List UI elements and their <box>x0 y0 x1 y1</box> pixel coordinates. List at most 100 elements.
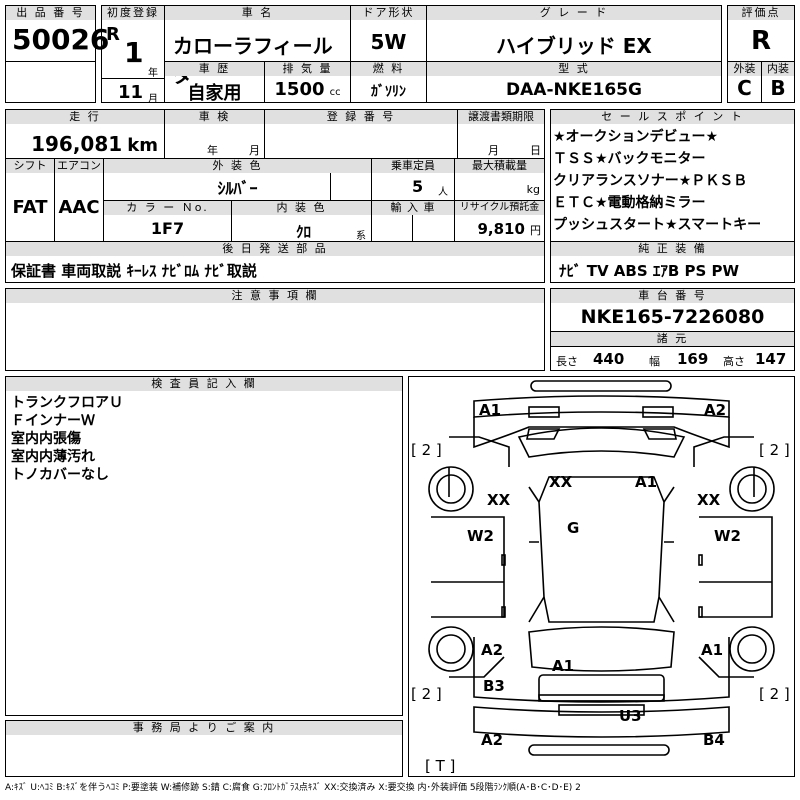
mark-b2-right: [ 2 ] <box>759 441 790 459</box>
grade: ハイブリッド EX <box>496 34 652 58</box>
notes-box: 注 意 事 項 欄 <box>5 288 545 371</box>
model-label: 型 式 <box>427 62 721 76</box>
sales-label: セ ー ル ス ポ イ ン ト <box>551 110 794 124</box>
month-unit: 月 <box>148 94 158 105</box>
car-name-label: 車 名 <box>165 6 350 20</box>
mark-a2-bottom: A2 <box>481 731 504 749</box>
legend: A:ｷｽﾞ U:ﾍｺﾐ B:ｷｽﾞを伴うﾍｺﾐ P:要塗装 W:補修跡 S:錆 … <box>5 783 581 793</box>
insp-year-unit: 年 <box>207 144 218 157</box>
first-reg-box: 初度登録 R 1 年 11 月 <box>101 5 165 105</box>
capacity-label: 乗車定員 <box>372 159 454 173</box>
inspection-label: 車 検 <box>165 110 264 124</box>
fuel-label: 燃 料 <box>351 62 426 76</box>
history-label: 車 歴 <box>165 62 264 76</box>
equip-label: 純 正 装 備 <box>551 242 794 256</box>
wid-label: 幅 <box>649 355 660 368</box>
ext-box: 外装 C <box>727 61 762 103</box>
era: R <box>106 24 120 45</box>
mark-w2-left: W2 <box>467 527 494 545</box>
mileage-label: 走 行 <box>6 110 164 124</box>
ac: AAC <box>58 197 100 218</box>
mark-u3: U3 <box>619 707 642 725</box>
displacement-label: 排 気 量 <box>265 62 350 76</box>
mark-b2-left: [ 2 ] <box>411 441 442 459</box>
ac-box: エアコン AAC <box>54 158 104 242</box>
mark-b4: B4 <box>703 731 725 749</box>
transfer-box: 譲渡書類期限 月 日 <box>457 109 545 159</box>
import-box: 輸 入 車 <box>371 200 455 242</box>
sales-box: セ ー ル ス ポ イ ン ト ★オークションデビュー★ ＴＳＳ★バックモニター… <box>550 109 795 242</box>
sales-line-2: ＴＳＳ★バックモニター <box>553 151 706 167</box>
lot-no-extra <box>5 61 96 103</box>
inspector-line-2: ＦインナーＷ <box>11 413 95 429</box>
door-label: ドア形状 <box>351 6 426 20</box>
score-label: 評価点 <box>728 6 794 20</box>
int-color-unit: 系 <box>356 231 366 242</box>
mark-a1-top-left: A1 <box>479 401 502 419</box>
mileage-unit: km <box>127 135 158 156</box>
ext-color-label: 外 装 色 <box>104 159 371 173</box>
ext-color-box: 外 装 色 ｼﾙﾊﾞｰ <box>103 158 372 201</box>
fuel-box: 燃 料 ｶﾞｿﾘﾝ <box>350 61 427 103</box>
later-box: 後 日 発 送 部 品 保証書 車両取説 ｷｰﾚｽ ﾅﾋﾞﾛﾑ ﾅﾋﾞ取説 <box>5 241 545 283</box>
dims-label: 諸 元 <box>551 331 794 347</box>
sales-line-3: クリアランスソナー★ＰＫＳＢ <box>553 173 748 189</box>
mark-g: G <box>567 519 580 537</box>
inspection-box: 車 検 年 月 <box>164 109 265 159</box>
inspector-line-4: 室内内薄汚れ <box>11 449 95 465</box>
chassis-box: 車 台 番 号 NKE165-7226080 諸 元 長さ 440 幅 169 … <box>550 288 795 371</box>
inspector-line-1: トランクフロアＵ <box>11 395 123 411</box>
hei-label: 高さ <box>723 355 745 368</box>
inspector-line-5: トノカバーなし <box>11 467 109 483</box>
shift-box: シフト FAT <box>5 158 55 242</box>
displacement-unit: cc <box>329 87 341 98</box>
mark-t: [ T ] <box>425 757 456 775</box>
displacement: 1500 <box>274 79 325 100</box>
lot-no-label: 出 品 番 号 <box>6 6 95 20</box>
door: 5W <box>370 30 407 54</box>
mark-w2-right: W2 <box>714 527 741 545</box>
lot-no: 50026 <box>12 23 110 56</box>
mark-xx-center: XX <box>549 473 573 491</box>
recycle-box: リサイクル預託金 9,810 円 <box>454 200 545 242</box>
mark-a2-top-right: A2 <box>704 401 727 419</box>
ext: C <box>737 76 752 100</box>
recycle-unit: 円 <box>530 224 541 237</box>
capacity-box: 乗車定員 5 人 <box>371 158 455 201</box>
grade-label: グ レ ー ド <box>427 6 721 20</box>
equip-box: 純 正 装 備 ﾅﾋﾞ TV ABS ｴｱB PS PW <box>550 241 795 283</box>
sales-line-1: ★オークションデビュー★ <box>553 129 719 145</box>
inspector-box: 検 査 員 記 入 欄 トランクフロアＵ ＦインナーＷ 室内内張傷 室内内薄汚れ… <box>5 376 403 716</box>
load-label: 最大積載量 <box>455 159 544 173</box>
load-unit: kg <box>526 183 540 196</box>
later-label: 後 日 発 送 部 品 <box>6 242 544 256</box>
recycle-label: リサイクル預託金 <box>455 201 544 215</box>
office-label: 事 務 局 よ り ご 案 内 <box>6 721 402 735</box>
mileage: 196,081 <box>31 132 123 156</box>
recycle: 9,810 <box>477 220 525 238</box>
sales-line-5: プッシュスタート★スマートキー <box>553 217 762 233</box>
mark-b2-left-bottom: [ 2 ] <box>411 685 442 703</box>
equip: ﾅﾋﾞ TV ABS ｴｱB PS PW <box>559 262 740 280</box>
load-box: 最大積載量 kg <box>454 158 545 201</box>
shift: FAT <box>12 197 48 218</box>
later-parts: 保証書 車両取説 ｷｰﾚｽ ﾅﾋﾞﾛﾑ ﾅﾋﾞ取説 <box>11 262 257 280</box>
chassis-label: 車 台 番 号 <box>551 289 794 303</box>
transfer-month-unit: 月 <box>488 144 499 157</box>
int-box: 内装 B <box>761 61 795 103</box>
int-color: ｸﾛ <box>296 223 312 241</box>
ext-color: ｼﾙﾊﾞｰ <box>217 179 258 198</box>
year: 1 <box>124 36 144 69</box>
len-label: 長さ <box>556 355 578 368</box>
inspector-label: 検 査 員 記 入 欄 <box>6 377 402 391</box>
int-color-label: 内 装 色 <box>232 201 371 215</box>
transfer-label: 譲渡書類期限 <box>458 110 544 124</box>
reg-no-box: 登 録 番 号 <box>264 109 458 159</box>
wid: 169 <box>677 350 709 368</box>
mileage-box: 走 行 196,081 km <box>5 109 165 159</box>
score: R <box>750 26 772 56</box>
ac-label: エアコン <box>55 159 103 173</box>
color-no-box: カ ラ ー Ｎo. 1F7 <box>103 200 232 242</box>
insp-month-unit: 月 <box>249 144 260 157</box>
year-unit: 年 <box>148 68 158 79</box>
